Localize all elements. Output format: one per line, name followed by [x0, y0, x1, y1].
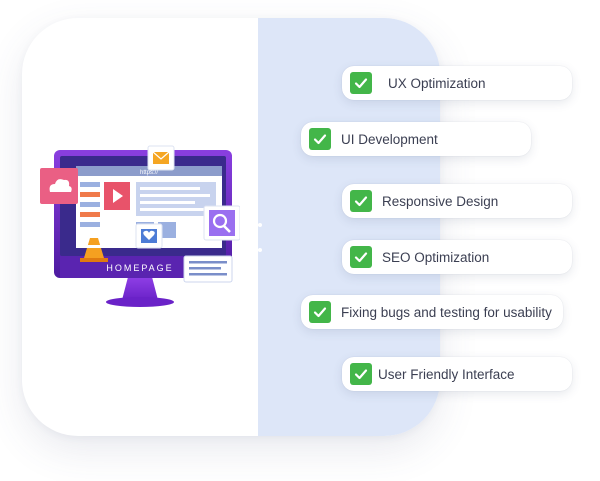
feature-label: UI Development: [341, 131, 438, 147]
content-block: [80, 182, 100, 187]
feature-label: Fixing bugs and testing for usability: [341, 304, 552, 320]
feature-label: SEO Optimization: [382, 249, 490, 265]
check-icon: [309, 128, 331, 150]
homepage-monitor-illustration: https:// HOMEPAGE: [40, 145, 240, 307]
doc-line: [189, 261, 227, 264]
doc-line: [189, 273, 227, 276]
feature-item-ux-optimization: UX Optimization: [342, 66, 572, 100]
search-icon: [212, 213, 228, 229]
text-line: [140, 208, 206, 211]
cloud-icon: [49, 179, 72, 192]
content-block: [80, 222, 100, 227]
check-icon: [350, 72, 372, 94]
doc-line: [189, 267, 221, 270]
feature-item-ui-development: UI Development: [301, 122, 531, 156]
browser-url: https://: [140, 170, 158, 176]
feature-item-seo-optimization: SEO Optimization: [342, 240, 572, 274]
divider-dot: [258, 223, 262, 227]
feature-label: Responsive Design: [382, 193, 499, 209]
text-line: [140, 194, 210, 197]
play-icon: [113, 189, 123, 203]
feature-label: UX Optimization: [388, 75, 486, 91]
text-line: [140, 201, 195, 204]
check-icon: [350, 363, 372, 385]
browser-bar: [76, 166, 222, 176]
feature-item-fixing-bugs: Fixing bugs and testing for usability: [301, 295, 563, 329]
content-block: [80, 202, 100, 207]
search-icon-handle: [223, 225, 231, 233]
feature-label: User Friendly Interface: [378, 366, 515, 382]
monitor-base: [106, 297, 174, 307]
check-icon: [350, 246, 372, 268]
content-block: [80, 192, 100, 197]
content-block: [80, 212, 100, 217]
cone-base: [80, 258, 108, 262]
divider-dot: [258, 248, 262, 252]
heart-icon: [143, 230, 155, 240]
search-bg: [209, 210, 235, 236]
feature-item-responsive-design: Responsive Design: [342, 184, 572, 218]
homepage-label: HOMEPAGE: [106, 263, 173, 273]
mail-flap: [152, 151, 170, 160]
text-line: [140, 187, 200, 190]
feature-item-user-friendly-interface: User Friendly Interface: [342, 357, 572, 391]
check-icon: [309, 301, 331, 323]
check-icon: [350, 190, 372, 212]
monitor-stand: [122, 277, 158, 300]
cone-stripe: [87, 245, 101, 248]
